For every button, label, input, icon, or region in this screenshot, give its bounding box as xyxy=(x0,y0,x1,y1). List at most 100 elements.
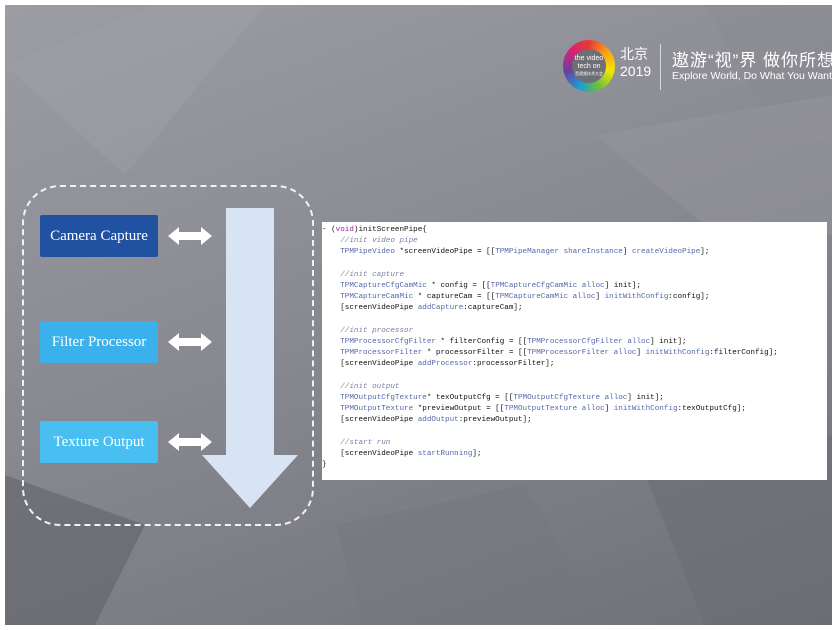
logo-line: 音视频技术大会 xyxy=(575,71,603,76)
code-token: alloc xyxy=(581,405,605,413)
code-token: alloc xyxy=(604,393,628,402)
code-token: * config = [[ xyxy=(426,281,491,290)
double-arrow-icon xyxy=(168,227,212,245)
code-token: TPMOutputCfgTexture xyxy=(340,393,427,402)
code-line: - (void)initScreenPipe{ xyxy=(322,225,827,236)
background-facets xyxy=(5,5,832,625)
event-city: 北京 xyxy=(620,46,648,62)
code-line: TPMPipeVideo *screenVideoPipe = [[TPMPip… xyxy=(322,247,827,258)
code-token: initWithConfig xyxy=(645,349,710,358)
code-token: * captureCam = [[ xyxy=(413,293,496,302)
code-token: TPMCaptureCfgCamMic xyxy=(340,281,427,290)
code-token xyxy=(322,338,340,346)
code-token: [screenVideoPipe xyxy=(322,416,418,425)
code-token: :texOutputCfg]; xyxy=(677,405,746,413)
code-token: TPMCaptureCamMic xyxy=(340,293,414,302)
code-token: TPMCaptureCfgCamMic xyxy=(490,281,578,290)
code-line: [screenVideoPipe addCapture:captureCam]; xyxy=(322,303,827,314)
code-token: :captureCam]; xyxy=(463,304,523,313)
slogan-chinese: 遨游“视”界 做你所想 xyxy=(672,51,836,70)
code-token: startRunning xyxy=(417,449,473,458)
code-panel: - (void)initScreenPipe{ //init video pip… xyxy=(322,222,827,480)
logo-line: tech on xyxy=(577,63,601,70)
event-year: 2019 xyxy=(620,63,652,79)
code-token: TPMProcessorCfgFilter xyxy=(340,337,436,346)
code-token: alloc xyxy=(572,293,596,302)
code-line: //init output xyxy=(322,382,827,393)
pipeline-group-outline xyxy=(22,185,314,526)
code-token: } xyxy=(322,460,327,469)
code-token: TPMPipeManager xyxy=(495,248,559,257)
code-token: TPMProcessorFilter xyxy=(340,349,423,358)
code-token: ]; xyxy=(472,449,482,458)
code-token: TPMOutputTexture xyxy=(340,405,414,413)
conference-logo: the video tech on 音视频技术大会 xyxy=(563,40,615,92)
code-token: TPMCaptureCamMic xyxy=(495,293,569,302)
code-token: addCapture xyxy=(417,304,464,313)
flow-arrow-head xyxy=(202,455,298,508)
code-token: alloc xyxy=(581,281,605,290)
code-token xyxy=(322,405,340,413)
flow-arrow-shaft xyxy=(226,208,274,460)
code-token: createVideoPipe xyxy=(631,248,701,257)
code-line: TPMOutputTexture *previewOutput = [[TPMO… xyxy=(322,404,827,415)
code-token: * texOutputCfg = [[ xyxy=(426,393,514,402)
code-token: )initScreenPipe{ xyxy=(353,226,427,234)
code-token: ] xyxy=(636,349,646,358)
double-arrow-icon xyxy=(168,333,212,351)
code-token: void xyxy=(335,226,354,234)
code-token: initWithConfig xyxy=(604,293,669,302)
code-token: ] init]; xyxy=(650,337,687,346)
code-line: //init video pipe xyxy=(322,236,827,247)
code-line xyxy=(322,315,827,326)
code-line: //init processor xyxy=(322,326,827,337)
code-token: TPMPipeVideo xyxy=(340,248,395,257)
code-token: *screenVideoPipe = [[ xyxy=(394,248,496,257)
code-line: [screenVideoPipe addOutput:previewOutput… xyxy=(322,415,827,426)
code-line: //start run xyxy=(322,438,827,449)
code-token xyxy=(322,248,340,256)
code-token: addOutput xyxy=(417,416,459,425)
code-line: //init capture xyxy=(322,270,827,281)
code-line xyxy=(322,370,827,381)
code-token: shareInstance xyxy=(563,248,623,257)
code-token: ]; xyxy=(700,248,710,257)
code-token: TPMOutputTexture xyxy=(504,405,578,413)
code-line: TPMProcessorCfgFilter * filterConfig = [… xyxy=(322,337,827,348)
logo-line: the video xyxy=(574,55,604,62)
code-token: initWithConfig xyxy=(613,405,678,413)
code-token: :filterConfig]; xyxy=(709,349,778,358)
code-token: //start run xyxy=(322,438,391,447)
code-token: TPMProcessorFilter xyxy=(527,349,610,358)
code-token: *previewOutput = [[ xyxy=(413,405,505,413)
code-token: * filterConfig = [[ xyxy=(435,337,528,346)
code-line: TPMProcessorFilter * processorFilter = [… xyxy=(322,348,827,359)
code-line: TPMCaptureCamMic * captureCam = [[TPMCap… xyxy=(322,292,827,303)
code-token: //init capture xyxy=(322,270,405,279)
code-token: - ( xyxy=(322,226,336,234)
filter-processor-box: Filter Processor xyxy=(40,321,158,363)
code-token: alloc xyxy=(627,337,651,346)
code-token xyxy=(322,349,340,357)
code-token: :previewOutput]; xyxy=(458,416,532,425)
code-token: :config]; xyxy=(668,293,710,302)
code-token: ] init]; xyxy=(627,393,664,402)
code-token: alloc xyxy=(613,349,637,358)
event-city-year: 北京 2019 xyxy=(620,46,651,80)
code-line: } xyxy=(322,460,827,471)
code-line: [screenVideoPipe addProcessor:processorF… xyxy=(322,359,827,370)
code-token: addProcessor xyxy=(417,360,473,369)
texture-output-box: Texture Output xyxy=(40,421,158,463)
code-line: [screenVideoPipe startRunning]; xyxy=(322,449,827,460)
code-token: TPMProcessorCfgFilter xyxy=(527,337,623,346)
code-line xyxy=(322,426,827,437)
code-token: ] xyxy=(622,248,632,257)
code-line xyxy=(322,259,827,270)
code-token xyxy=(322,394,340,402)
code-token: [screenVideoPipe xyxy=(322,449,418,458)
code-line: TPMOutputCfgTexture* texOutputCfg = [[TP… xyxy=(322,393,827,404)
code-token: ] xyxy=(604,405,614,413)
code-token: //init video pipe xyxy=(322,237,418,246)
code-token xyxy=(322,293,340,301)
code-token: //init processor xyxy=(322,326,414,335)
